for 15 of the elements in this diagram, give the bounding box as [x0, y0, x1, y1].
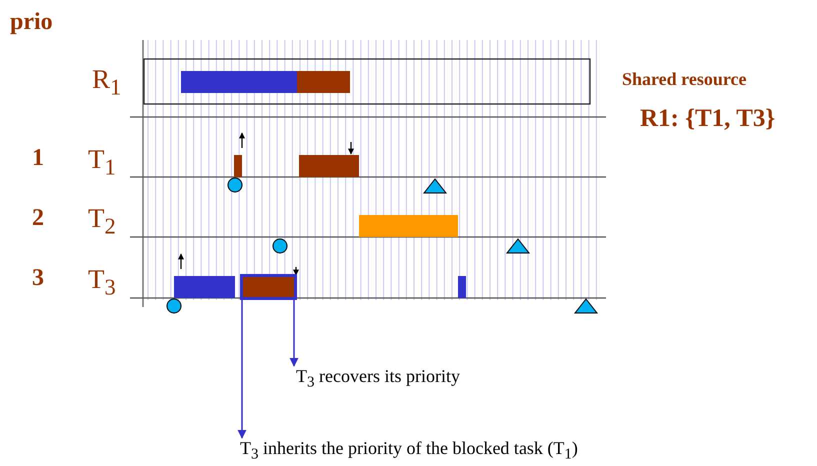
legend-title: Shared resource — [622, 70, 746, 88]
row-label: R$_{1}$ — [92, 66, 122, 99]
annotation-text: T$_{3}$ inherits the priority of the blocked task (T$_{1}$) — [240, 439, 578, 463]
annotation-text: T$_{3}$ recovers its priority — [296, 367, 460, 391]
row-label: T$_{3}$ — [88, 266, 116, 299]
resource-label: R1: {T1, T3} — [640, 106, 776, 131]
row-label: T$_{1}$ — [88, 146, 116, 179]
priority-number: 1 — [32, 146, 44, 170]
leader-arrow — [290, 300, 298, 367]
highlight-box — [240, 274, 297, 300]
priority-number: 2 — [32, 206, 44, 230]
axis-label: prio — [10, 10, 53, 34]
row-label: T$_{2}$ — [88, 205, 116, 238]
leader-arrow — [238, 300, 246, 439]
priority-number: 3 — [32, 266, 44, 290]
